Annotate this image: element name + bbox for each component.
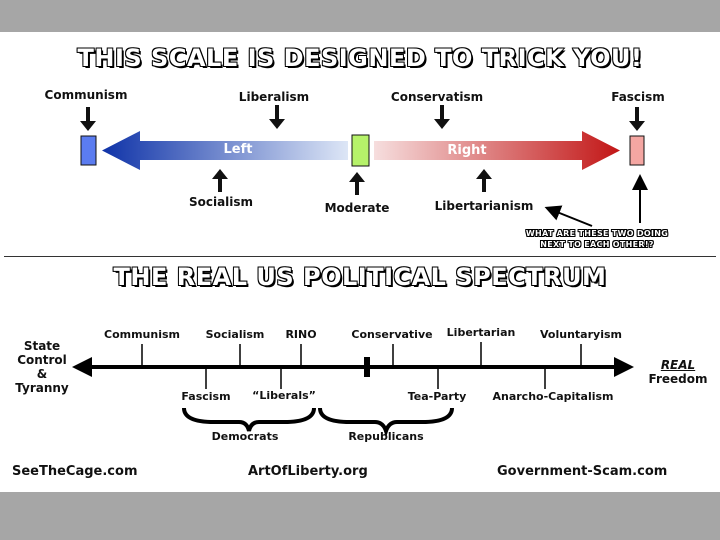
down-arrows [80,105,645,131]
label-tea-party: Tea-Party [407,390,467,403]
label-libertarian: Libertarian [446,326,516,339]
up-arrows [212,169,492,195]
communism-box [80,135,97,166]
group-republicans: Republicans [348,430,424,443]
ticks-above [141,342,582,367]
note-arrow-left [544,205,593,227]
diagram-graphics [72,105,648,438]
spectrum-left-head [72,357,92,377]
left-arrow [102,131,348,170]
label-voluntaryism: Voluntaryism [540,328,622,341]
annotation-note: WHAT ARE THESE TWO DOING NEXT TO EACH OT… [525,229,669,249]
label-moderate: Moderate [324,201,390,215]
footer-right: Government-Scam.com [497,464,668,479]
section-divider [4,256,716,257]
label-conservatism: Conservatism [390,90,484,104]
label-liberalism: Liberalism [238,90,310,104]
right-arrow [374,131,620,170]
democrats-brace [182,407,316,432]
label-communism: Communism [44,88,128,102]
footer-left: SeeTheCage.com [12,464,138,479]
top-title: THIS SCALE IS DESIGNED TO TRICK YOU! [77,43,643,73]
diagram-canvas: THIS SCALE IS DESIGNED TO TRICK YOU! [0,32,720,492]
spectrum-right-head [614,357,634,377]
moderate-box [351,134,370,167]
fascism-box [629,135,645,166]
label-liberals: “Liberals” [252,389,316,402]
label-anarcho-capitalism: Anarcho-Capitalism [492,390,614,403]
label-freedom: Freedom [648,372,708,386]
footer-center: ArtOfLiberty.org [248,464,368,479]
label-libertarianism: Libertarianism [434,199,534,213]
right-end-label: REAL Freedom [643,358,713,386]
group-democrats: Democrats [211,430,279,443]
label-fascism-top: Fascism [611,90,665,104]
label-rino: RINO [285,328,317,341]
left-end-label: State Control & Tyranny [15,339,69,395]
spectrum-center-mark [364,357,370,377]
label-conservative: Conservative [351,328,433,341]
republicans-brace [318,407,454,438]
left-arrow-label: Left [223,142,253,157]
label-fascism-bottom: Fascism [181,390,231,403]
label-socialism-top: Socialism [188,195,254,209]
bottom-title: THE REAL US POLITICAL SPECTRUM [113,262,607,292]
label-socialism-bottom: Socialism [205,328,265,341]
label-communism-bottom: Communism [104,328,180,341]
ticks-below [205,367,546,389]
label-real: REAL [660,358,696,372]
right-arrow-label: Right [447,143,487,158]
